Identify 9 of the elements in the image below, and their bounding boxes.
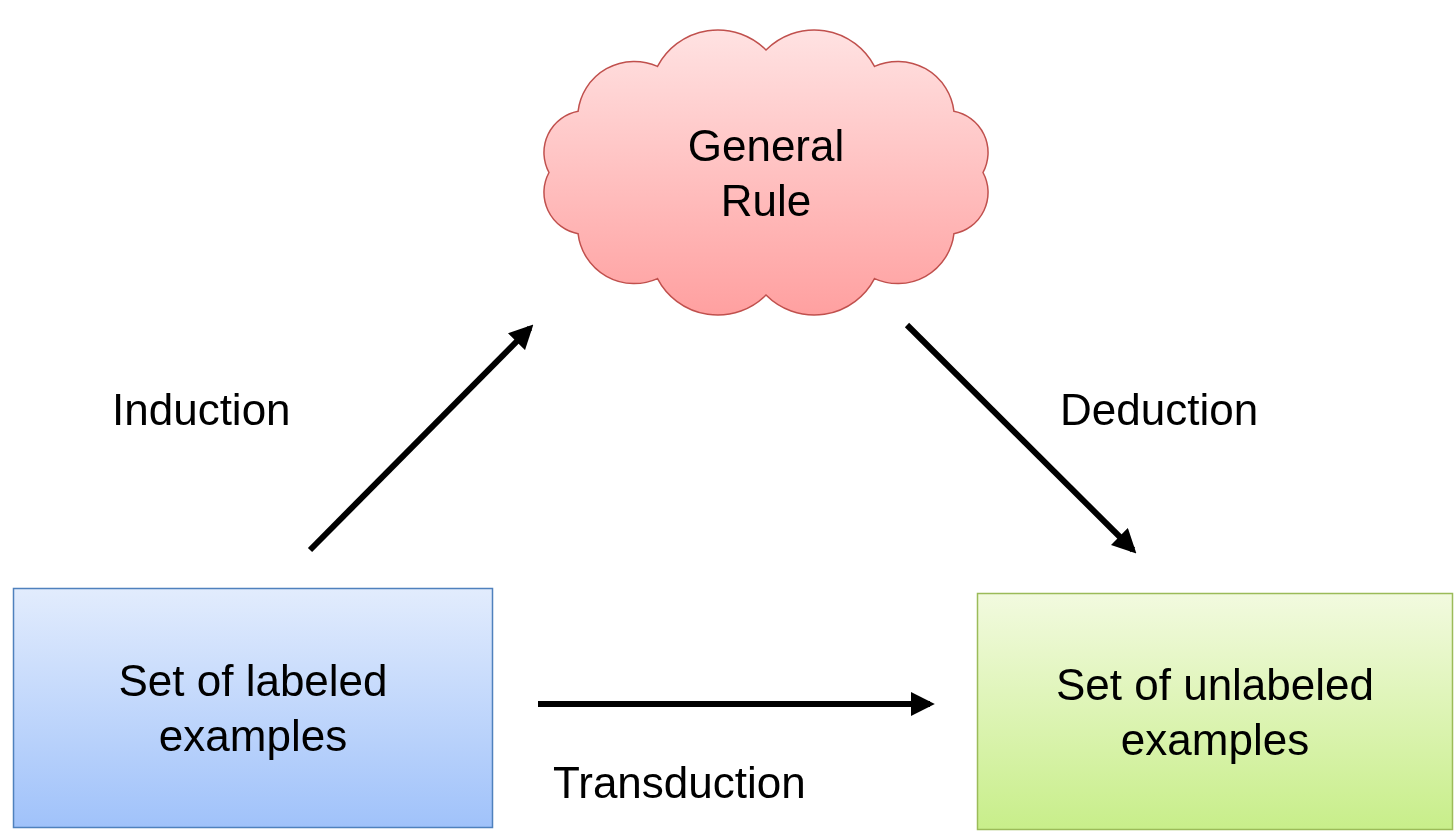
node-label: General Rule bbox=[686, 119, 846, 227]
edge-label: Deduction bbox=[1060, 385, 1259, 435]
arrow bbox=[538, 692, 935, 716]
arrow bbox=[307, 324, 534, 553]
edge-label: Transduction bbox=[553, 758, 806, 808]
node-label: Set of labeled examples bbox=[117, 655, 389, 762]
arrow bbox=[904, 322, 1137, 554]
node-label: Set of unlabeled examples bbox=[1054, 658, 1375, 766]
edge-label: Induction bbox=[112, 385, 291, 435]
